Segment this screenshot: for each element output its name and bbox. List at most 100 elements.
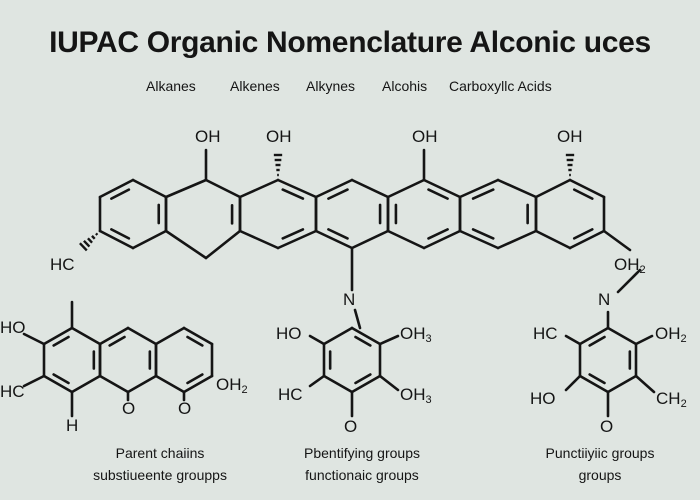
middle-hc-label: HC: [278, 385, 303, 404]
main-ring-1-bond: [131, 229, 168, 250]
caption-left-line-1: Parent chaiins: [115, 445, 205, 461]
left-ho-label: HO: [0, 318, 26, 337]
left-ring-1-bond: [70, 326, 102, 346]
middle-hc-bond: [308, 374, 326, 388]
main-ring-4-bond: [350, 178, 390, 199]
right-ring-double-bond: [588, 373, 606, 385]
left-ring-1-bond: [70, 374, 102, 394]
left-ring-3-double-bond: [186, 335, 204, 347]
bond-lines: [22, 148, 656, 418]
left-ring-3-bond: [154, 374, 186, 394]
main-ring-5-bond: [386, 178, 426, 199]
main-ring-6-bond: [496, 229, 538, 250]
caption-left: Parent chaiins substiueente groupps: [60, 442, 260, 486]
hashed-wedge-oh4: [565, 153, 575, 177]
left-ring-2-bond: [98, 374, 130, 394]
left-oh2-label: OH2: [216, 375, 248, 396]
right-nitrogen-label: N: [598, 290, 610, 309]
main-ring-1-bond: [98, 229, 135, 250]
main-ring-5-bond: [386, 229, 426, 250]
left-oxygen-label-1: O: [122, 399, 135, 418]
left-ring-3-bond: [182, 374, 214, 394]
caption-right: Punctiiyiic groups groups: [510, 442, 690, 486]
main-ring-3-bond: [238, 229, 280, 250]
middle-ring-bond: [350, 326, 382, 346]
caption-left-line-2: substiueente groupps: [93, 467, 227, 483]
left-hc-bond: [22, 374, 46, 388]
main-ring-2-bond: [204, 178, 242, 199]
main-ring-4-bond: [350, 229, 390, 250]
middle-ring-double-bond: [354, 373, 372, 385]
middle-oh3-top-bond: [378, 334, 400, 346]
right-ho-label: HO: [530, 389, 556, 408]
main-ring-4-bond: [314, 178, 354, 199]
caption-middle-line-1: Pbentifying groups: [304, 445, 420, 461]
left-ho-bond: [22, 332, 46, 346]
main-ring-6-bond: [458, 178, 500, 199]
category-label-alcohols: Alcohis: [382, 78, 428, 94]
right-ch2-label: CH2: [656, 389, 687, 410]
left-ring-2-bond: [126, 374, 158, 394]
main-ring-7-bond: [534, 178, 572, 199]
right-ring-bond: [578, 326, 610, 346]
caption-middle: Pbentifying groups functionaic groups: [262, 442, 462, 486]
main-ring-1-double-bond: [110, 228, 131, 240]
left-ring-2-bond: [98, 326, 130, 346]
left-ring-2-double-bond: [108, 335, 126, 347]
middle-ring-bond: [350, 374, 382, 394]
main-oh-label-4: OH: [557, 127, 583, 146]
main-ring-4-double-bond: [327, 188, 349, 200]
left-ring-2-bond: [126, 326, 158, 346]
main-ring-5-bond: [422, 178, 462, 199]
main-ring-7-bond: [568, 229, 606, 250]
left-hc-label: HC: [0, 382, 25, 401]
main-ring-7-double-bond: [572, 188, 594, 200]
left-ring-1-bond: [42, 326, 74, 346]
middle-oh3-label-bottom: OH3: [400, 385, 432, 406]
caption-right-line-1: Punctiiyiic groups: [545, 445, 655, 461]
middle-oh3-bottom-bond: [378, 374, 400, 392]
category-label-carboxylic-acids: Carboxyllc Acids: [449, 78, 552, 94]
page-title: IUPAC Organic Nomenclature Alconic uces: [49, 26, 651, 59]
main-ring-6-bond: [496, 178, 538, 199]
right-ch2-bond: [634, 374, 656, 394]
middle-ring-double-bond: [354, 335, 372, 347]
right-ring-bond: [578, 374, 610, 394]
oh2-to-n-bond: [616, 268, 642, 294]
main-oh-label-1: OH: [195, 127, 221, 146]
main-ring-3-double-bond: [281, 188, 305, 200]
middle-ring-bond: [322, 326, 354, 346]
right-hc-label: HC: [533, 324, 558, 343]
left-h-label: H: [66, 416, 78, 435]
left-ring-1-double-bond: [52, 335, 70, 347]
left-ring-1-double-bond: [52, 373, 70, 385]
main-ring-5-double-bond: [427, 188, 449, 200]
main-ring-1-bond: [131, 178, 168, 199]
left-ring-3-bond: [182, 326, 214, 346]
main-oh2-label: OH2: [614, 255, 646, 276]
right-oh2-bond: [634, 334, 654, 346]
right-hc-bond: [564, 334, 582, 346]
main-hc-label: HC: [50, 255, 75, 274]
main-ring-6-bond: [458, 229, 500, 250]
main-ring-6-double-bond: [471, 228, 495, 240]
main-ring-7-bond: [568, 178, 606, 199]
main-ring-3-bond: [276, 229, 318, 250]
main-ring-2-bond: [204, 229, 242, 260]
right-oxygen-label: O: [600, 417, 613, 436]
right-ring-bond: [606, 374, 638, 394]
main-ring-5-double-bond: [427, 228, 449, 240]
right-ho-bond: [564, 374, 582, 392]
main-ring-3-double-bond: [281, 228, 305, 240]
main-oh-label-2: OH: [266, 127, 292, 146]
main-ring-3-bond: [238, 178, 280, 199]
caption-middle-line-2: functionaic groups: [305, 467, 419, 483]
hashed-wedge-oh2: [273, 153, 283, 177]
middle-oxygen-label: O: [344, 417, 357, 436]
middle-oh3-label-top: OH3: [400, 324, 432, 345]
category-label-alkenes: Alkenes: [230, 78, 280, 94]
n-to-middle-bond: [353, 308, 362, 330]
main-ring-6-double-bond: [471, 188, 495, 200]
main-ring-7-bond: [534, 229, 572, 250]
